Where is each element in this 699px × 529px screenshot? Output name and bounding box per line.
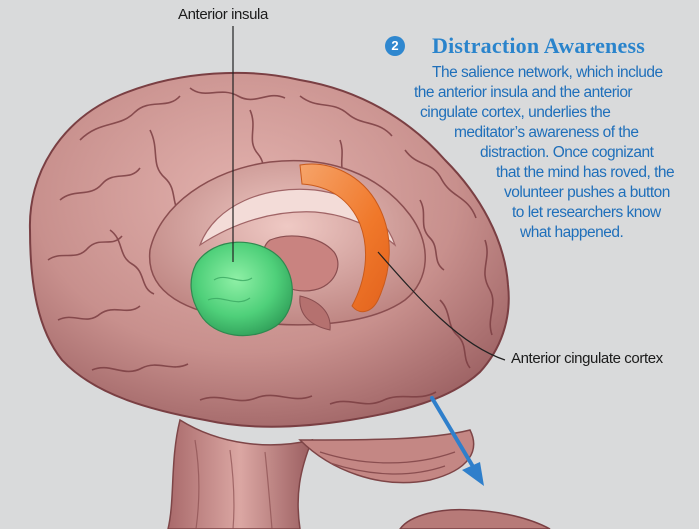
caption-line: The salience network, which include: [432, 64, 663, 82]
anterior-insula-region: [191, 242, 292, 335]
brain-stem: [168, 420, 312, 529]
caption-line: the anterior insula and the anterior: [414, 84, 632, 102]
cerebellum: [300, 430, 474, 483]
caption-line: distraction. Once cognizant: [480, 144, 653, 162]
caption-line: that the mind has roved, the: [496, 164, 674, 182]
step-number-badge: 2: [385, 36, 405, 56]
anterior-insula-label: Anterior insula: [178, 6, 268, 23]
next-brain-partial: [400, 510, 550, 529]
caption-line: what happened.: [520, 224, 623, 242]
caption-line: volunteer pushes a button: [504, 184, 670, 202]
caption-line: to let researchers know: [512, 204, 661, 222]
anterior-cingulate-label: Anterior cingulate cortex: [511, 350, 663, 367]
caption-line: cingulate cortex, underlies the: [420, 104, 610, 122]
step-heading: Distraction Awareness: [432, 33, 645, 59]
caption-line: meditator’s awareness of the: [454, 124, 638, 142]
